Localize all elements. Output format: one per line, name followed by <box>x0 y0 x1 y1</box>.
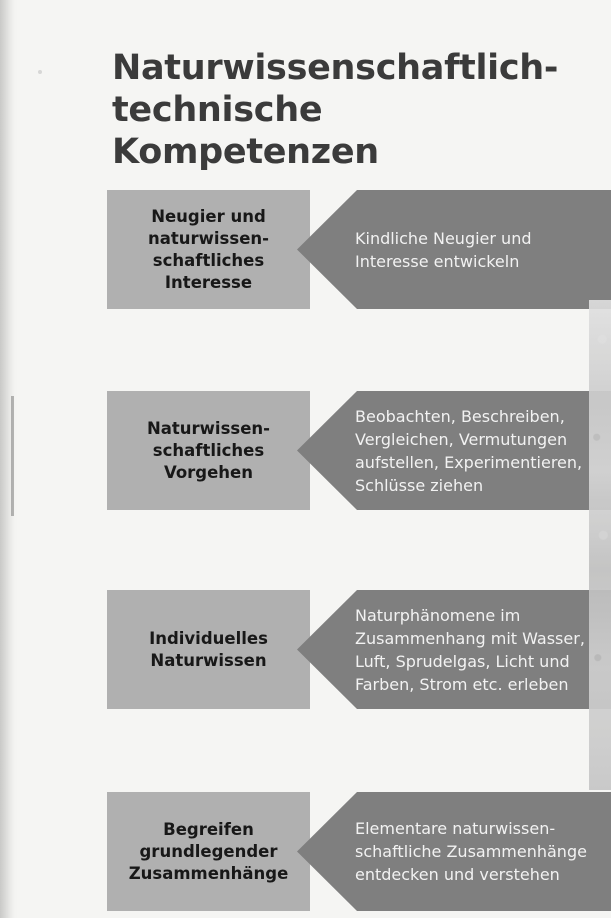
scan-dust-mark <box>38 70 42 74</box>
competency-arrow-box: Kindliche Neugier und Interesse entwicke… <box>297 190 611 309</box>
competency-arrow-box: Beobachten, Beschreiben, Vergleichen, Ve… <box>297 391 611 510</box>
competency-description: Elementare naturwissen- schaftliche Zusa… <box>355 819 587 884</box>
competency-description: Naturphänomene im Zusammenhang mit Wasse… <box>355 605 585 694</box>
page-title: Naturwissenschaftlich- technische Kompet… <box>112 48 559 172</box>
competency-arrow-box: Naturphänomene im Zusammenhang mit Wasse… <box>297 590 611 709</box>
competency-arrow-box: Elementare naturwissen- schaftliche Zusa… <box>297 792 611 911</box>
competency-label-box: Neugier und naturwissen- schaftliches In… <box>107 190 310 309</box>
competency-row-knowledge: Individuelles Naturwissen Naturphänomene… <box>107 590 611 709</box>
right-photo-strip <box>589 300 611 790</box>
competency-row-interest: Neugier und naturwissen- schaftliches In… <box>107 190 611 309</box>
competency-description: Kindliche Neugier und Interesse entwicke… <box>355 228 532 271</box>
competency-label-box: Individuelles Naturwissen <box>107 590 310 709</box>
competency-row-method: Naturwissen- schaftliches Vorgehen Beoba… <box>107 391 611 510</box>
competency-row-relationships: Begreifen grundlegender Zusammenhänge El… <box>107 792 611 911</box>
page-left-shadow <box>0 0 14 918</box>
scan-edge-mark <box>11 396 14 516</box>
competency-label-box: Begreifen grundlegender Zusammenhänge <box>107 792 310 911</box>
competency-description: Beobachten, Beschreiben, Vergleichen, Ve… <box>355 406 583 495</box>
competency-label-box: Naturwissen- schaftliches Vorgehen <box>107 391 310 510</box>
